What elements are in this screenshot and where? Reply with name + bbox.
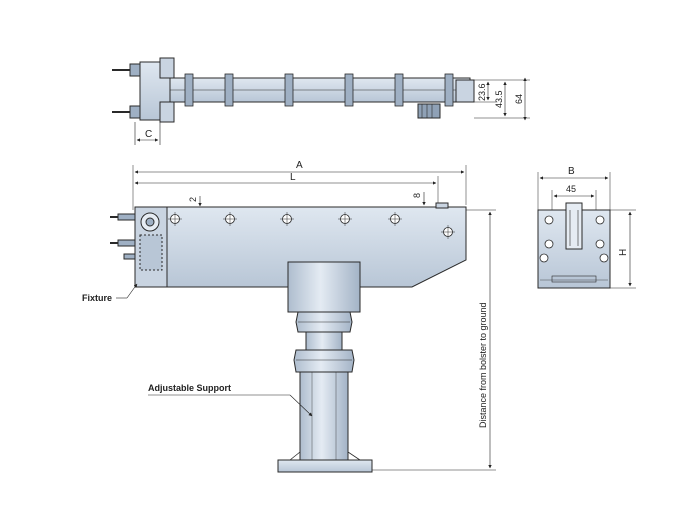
dim-45-label: 45 bbox=[566, 184, 576, 194]
dim-b-label: B bbox=[568, 166, 575, 177]
dim-23-6-label: 23.6 bbox=[477, 83, 487, 101]
dim-2-label: 2 bbox=[188, 197, 198, 202]
support-base-plate bbox=[277, 459, 373, 473]
top-view: C 23.6 43.5 64 bbox=[112, 57, 530, 145]
dim-64-label: 64 bbox=[514, 94, 524, 104]
distance-label: Distance from bolster to ground bbox=[478, 302, 488, 428]
dim-8-label: 8 bbox=[412, 193, 422, 198]
dim-l-label: L bbox=[290, 172, 296, 183]
end-holes bbox=[539, 215, 609, 263]
top-knob bbox=[417, 103, 441, 119]
dim-c-label: C bbox=[145, 129, 152, 140]
top-end-block bbox=[455, 79, 475, 103]
dim-a-label: A bbox=[296, 160, 303, 171]
dim-h-label: H bbox=[618, 249, 629, 256]
top-chain-links bbox=[184, 73, 454, 107]
lower-nut bbox=[293, 349, 355, 373]
dim-43-5-label: 43.5 bbox=[494, 90, 504, 108]
support-column bbox=[299, 371, 349, 461]
adjustable-support-label: Adjustable Support bbox=[148, 383, 231, 393]
end-view: B 45 H bbox=[537, 166, 636, 289]
side-view: A L 2 8 bbox=[82, 160, 496, 473]
fixture-label: Fixture bbox=[82, 293, 112, 303]
support-head bbox=[287, 261, 361, 313]
